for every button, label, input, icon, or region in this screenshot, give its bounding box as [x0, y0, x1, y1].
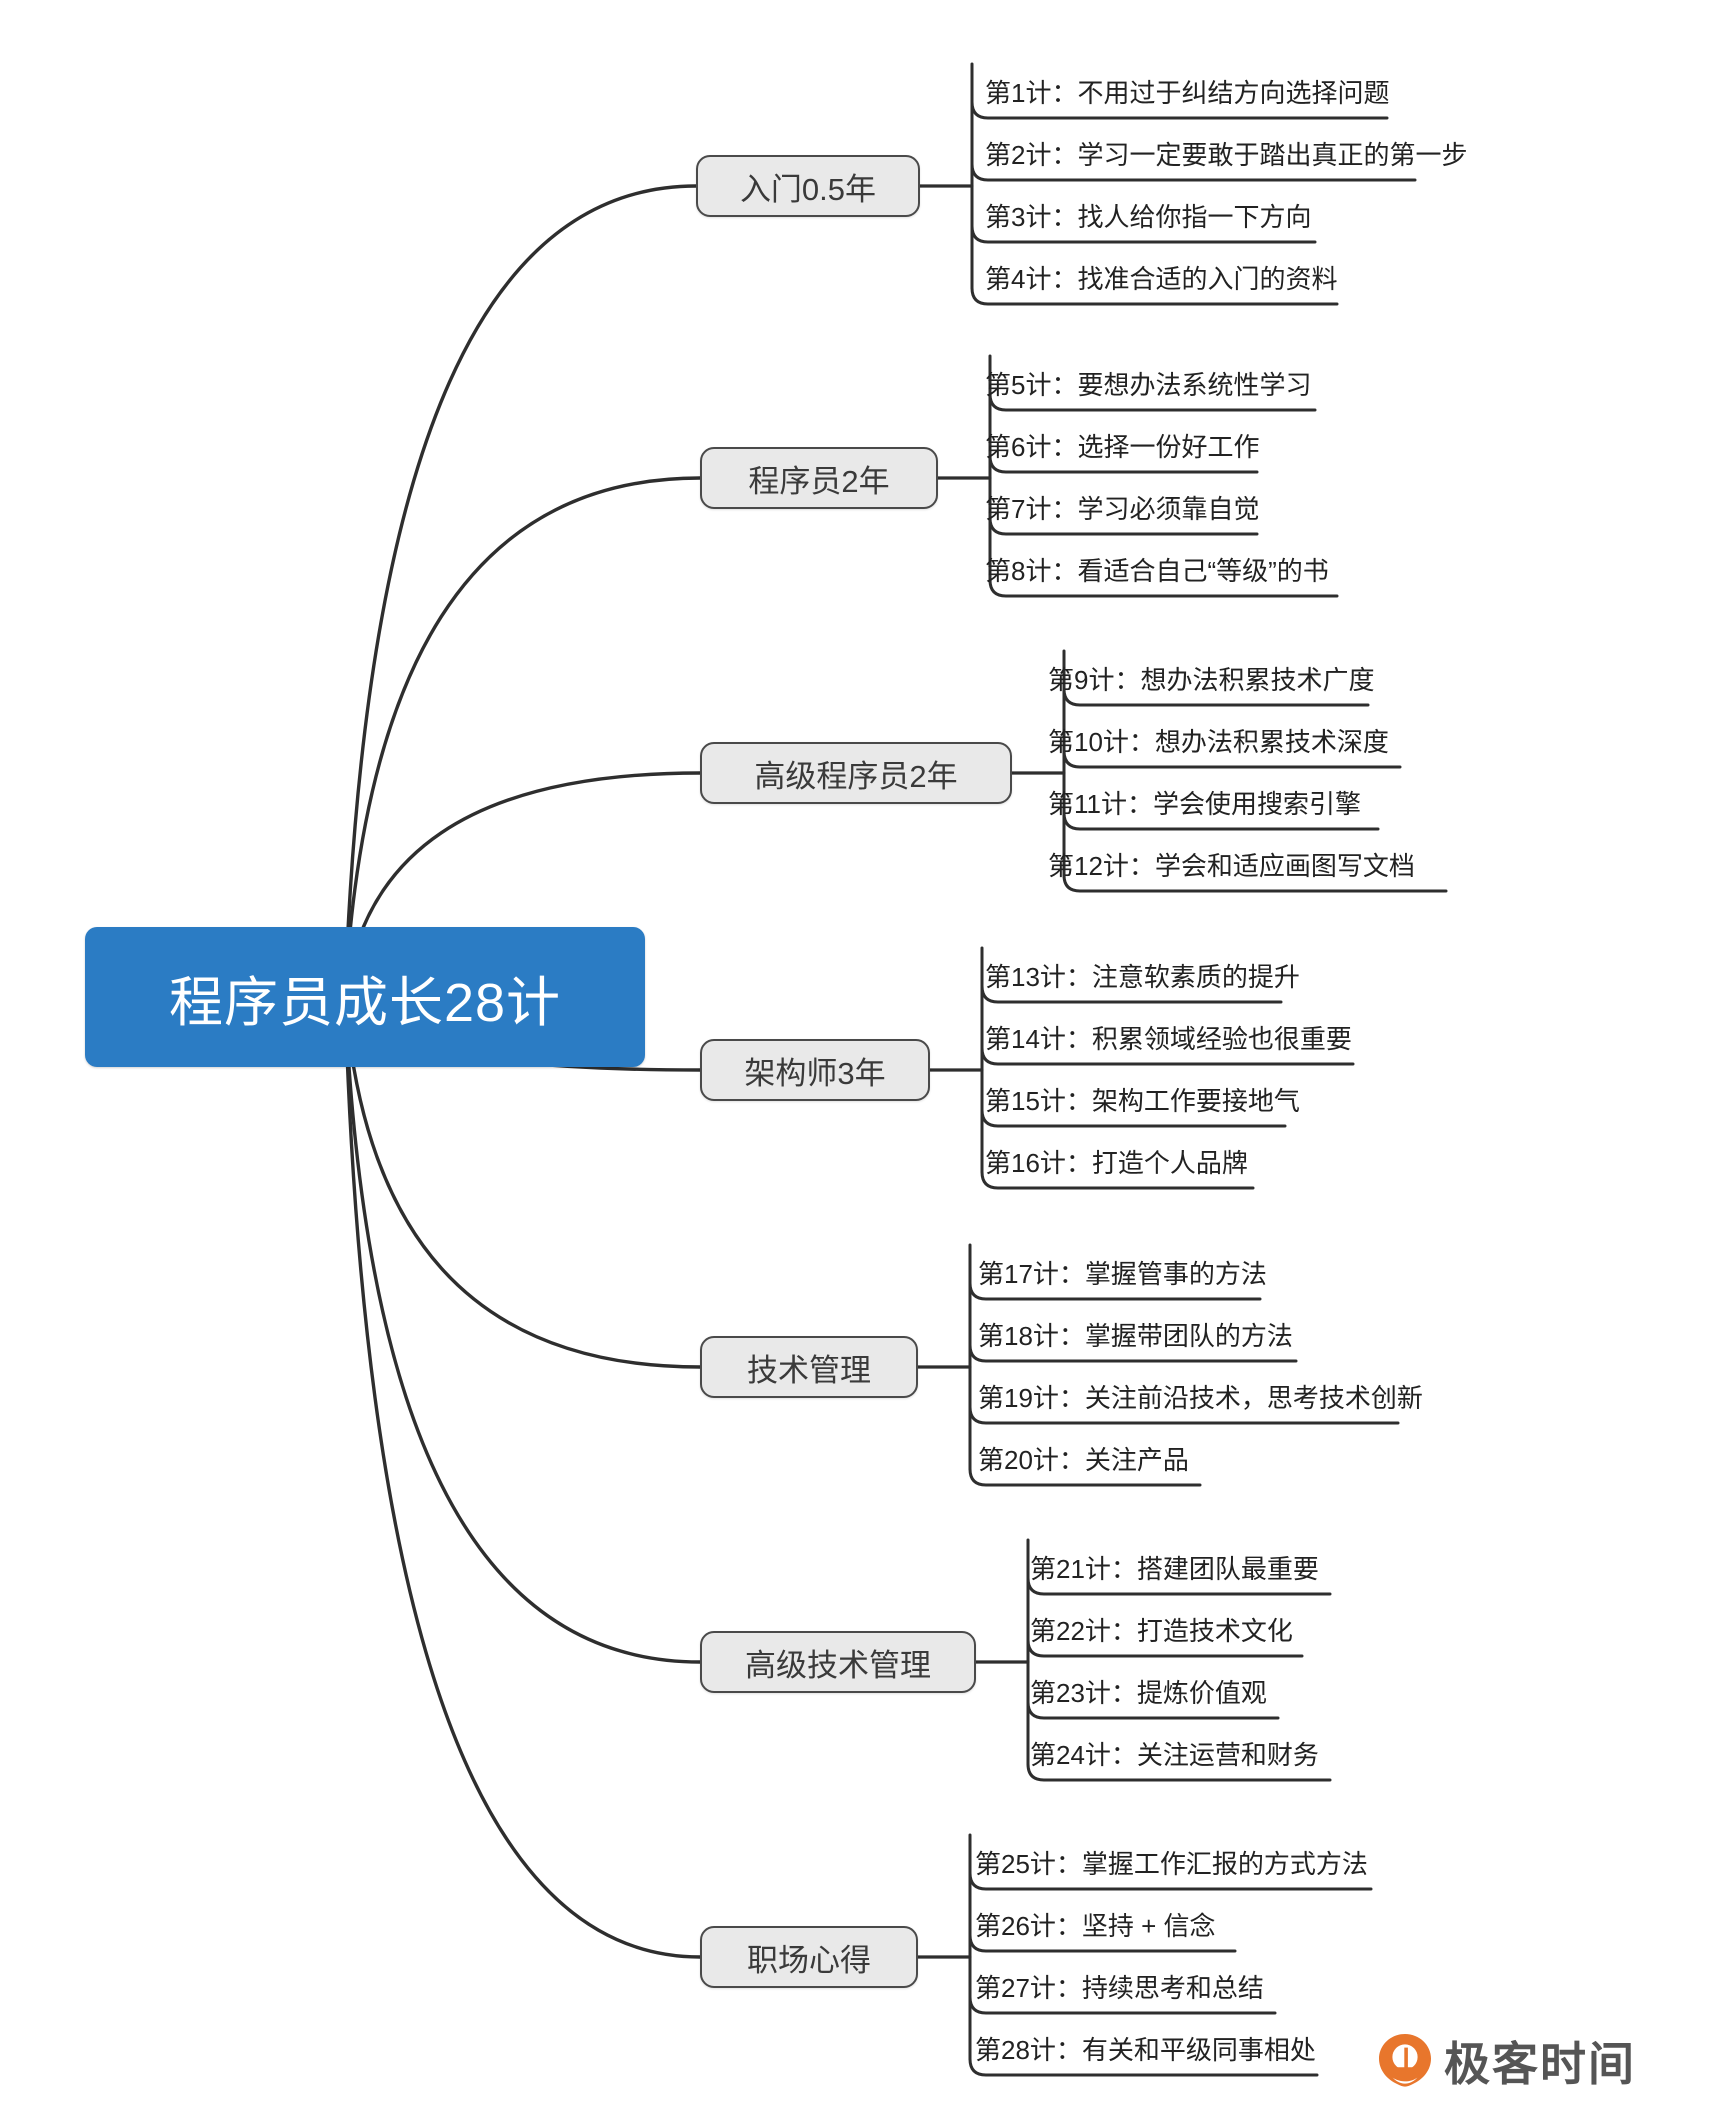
- leaf-node-label: 第7计：学习必须靠自觉: [985, 494, 1260, 524]
- brand-name: 极客时间: [1444, 2038, 1636, 2090]
- leaf-node-6-2[interactable]: 第22计：打造技术文化: [1030, 1618, 1293, 1644]
- leaf-node-label: 第15计：架构工作要接地气: [985, 1086, 1300, 1116]
- leaf-node-label: 第17计：掌握管事的方法: [978, 1259, 1267, 1289]
- branch-node-4[interactable]: 架构师3年: [700, 1039, 930, 1101]
- leaf-node-label: 第21计：搭建团队最重要: [1030, 1554, 1319, 1584]
- branch-node-label: 技术管理: [747, 1352, 871, 1388]
- leaf-node-label: 第24计：关注运营和财务: [1030, 1740, 1319, 1770]
- branch-node-label: 高级程序员2年: [754, 758, 958, 794]
- branch-node-label: 高级技术管理: [745, 1647, 931, 1683]
- branch-node-6[interactable]: 高级技术管理: [700, 1631, 976, 1693]
- leaf-node-1-3[interactable]: 第3计：找人给你指一下方向: [985, 204, 1311, 230]
- leaf-node-2-1[interactable]: 第5计：要想办法系统性学习: [985, 372, 1311, 398]
- leaf-node-3-1[interactable]: 第9计：想办法积累技术广度: [1048, 667, 1374, 693]
- leaf-node-5-4[interactable]: 第20计：关注产品: [978, 1447, 1189, 1473]
- branch-node-7[interactable]: 职场心得: [700, 1926, 918, 1988]
- leaf-node-label: 第18计：掌握带团队的方法: [978, 1321, 1293, 1351]
- root-node[interactable]: 程序员成长28计: [85, 927, 645, 1067]
- leaf-node-3-4[interactable]: 第12计：学会和适应画图写文档: [1048, 853, 1415, 879]
- leaf-node-label: 第26计：坚持 + 信念: [975, 1911, 1216, 1941]
- leaf-node-5-1[interactable]: 第17计：掌握管事的方法: [978, 1261, 1267, 1287]
- root-node-label: 程序员成长28计: [168, 972, 562, 1033]
- leaf-node-label: 第22计：打造技术文化: [1030, 1616, 1293, 1646]
- leaf-node-label: 第8计：看适合自己“等级”的书: [985, 556, 1329, 586]
- branch-node-2[interactable]: 程序员2年: [700, 447, 938, 509]
- leaf-node-label: 第2计：学习一定要敢于踏出真正的第一步: [985, 140, 1468, 170]
- geektime-pin-icon: [1378, 2033, 1432, 2089]
- leaf-node-label: 第14计：积累领域经验也很重要: [985, 1024, 1352, 1054]
- leaf-node-label: 第1计：不用过于纠结方向选择问题: [985, 78, 1390, 108]
- leaf-node-label: 第9计：想办法积累技术广度: [1048, 665, 1375, 695]
- leaf-node-3-2[interactable]: 第10计：想办法积累技术深度: [1048, 729, 1389, 755]
- leaf-node-3-3[interactable]: 第11计：学会使用搜索引擎: [1048, 791, 1361, 817]
- leaf-node-label: 第5计：要想办法系统性学习: [985, 370, 1312, 400]
- leaf-node-7-1[interactable]: 第25计：掌握工作汇报的方式方法: [975, 1851, 1368, 1877]
- branch-node-label: 职场心得: [747, 1942, 871, 1978]
- leaf-node-label: 第3计：找人给你指一下方向: [985, 202, 1312, 232]
- branch-node-label: 架构师3年: [744, 1055, 886, 1091]
- leaf-node-label: 第28计：有关和平级同事相处: [975, 2035, 1316, 2065]
- leaf-node-5-2[interactable]: 第18计：掌握带团队的方法: [978, 1323, 1293, 1349]
- leaf-node-label: 第11计：学会使用搜索引擎: [1048, 789, 1361, 819]
- leaf-node-1-2[interactable]: 第2计：学习一定要敢于踏出真正的第一步: [985, 142, 1467, 168]
- leaf-node-5-3[interactable]: 第19计：关注前沿技术，思考技术创新: [978, 1385, 1423, 1411]
- leaf-node-label: 第25计：掌握工作汇报的方式方法: [975, 1849, 1368, 1879]
- leaf-node-2-3[interactable]: 第7计：学习必须靠自觉: [985, 496, 1259, 522]
- leaf-node-4-3[interactable]: 第15计：架构工作要接地气: [985, 1088, 1300, 1114]
- leaf-node-label: 第27计：持续思考和总结: [975, 1973, 1264, 2003]
- leaf-node-label: 第16计：打造个人品牌: [985, 1148, 1248, 1178]
- leaf-node-7-4[interactable]: 第28计：有关和平级同事相处: [975, 2037, 1316, 2063]
- leaf-node-4-4[interactable]: 第16计：打造个人品牌: [985, 1150, 1248, 1176]
- leaf-node-label: 第4计：找准合适的入门的资料: [985, 264, 1338, 294]
- leaf-node-label: 第19计：关注前沿技术，思考技术创新: [978, 1383, 1423, 1413]
- branch-node-label: 入门0.5年: [739, 171, 877, 207]
- leaf-node-7-2[interactable]: 第26计：坚持 + 信念: [975, 1913, 1216, 1939]
- leaf-node-label: 第20计：关注产品: [978, 1445, 1189, 1475]
- root-to-branch-link-7: [343, 995, 702, 1959]
- leaf-node-6-4[interactable]: 第24计：关注运营和财务: [1030, 1742, 1319, 1768]
- leaf-node-label: 第12计：学会和适应画图写文档: [1048, 851, 1415, 881]
- leaf-node-1-4[interactable]: 第4计：找准合适的入门的资料: [985, 266, 1337, 292]
- leaf-node-label: 第13计：注意软素质的提升: [985, 962, 1300, 992]
- leaf-node-1-1[interactable]: 第1计：不用过于纠结方向选择问题: [985, 80, 1389, 106]
- leaf-node-label: 第23计：提炼价值观: [1030, 1678, 1267, 1708]
- leaf-node-4-1[interactable]: 第13计：注意软素质的提升: [985, 964, 1300, 990]
- leaf-node-label: 第6计：选择一份好工作: [985, 432, 1260, 462]
- leaf-node-7-3[interactable]: 第27计：持续思考和总结: [975, 1975, 1264, 2001]
- leaf-node-4-2[interactable]: 第14计：积累领域经验也很重要: [985, 1026, 1352, 1052]
- leaf-node-2-2[interactable]: 第6计：选择一份好工作: [985, 434, 1259, 460]
- branch-node-label: 程序员2年: [748, 463, 890, 499]
- leaf-node-2-4[interactable]: 第8计：看适合自己“等级”的书: [985, 558, 1329, 584]
- leaf-node-6-1[interactable]: 第21计：搭建团队最重要: [1030, 1556, 1319, 1582]
- leaf-node-6-3[interactable]: 第23计：提炼价值观: [1030, 1680, 1267, 1706]
- leaf-node-label: 第10计：想办法积累技术深度: [1048, 727, 1389, 757]
- branch-node-5[interactable]: 技术管理: [700, 1336, 918, 1398]
- root-to-branch-link-6: [343, 995, 702, 1664]
- root-to-branch-link-2: [343, 476, 702, 999]
- branch-node-1[interactable]: 入门0.5年: [696, 155, 920, 217]
- branch-node-3[interactable]: 高级程序员2年: [700, 742, 1012, 804]
- root-to-branch-link-1: [343, 184, 698, 999]
- brand-logo: 极客时间: [1378, 2028, 1636, 2094]
